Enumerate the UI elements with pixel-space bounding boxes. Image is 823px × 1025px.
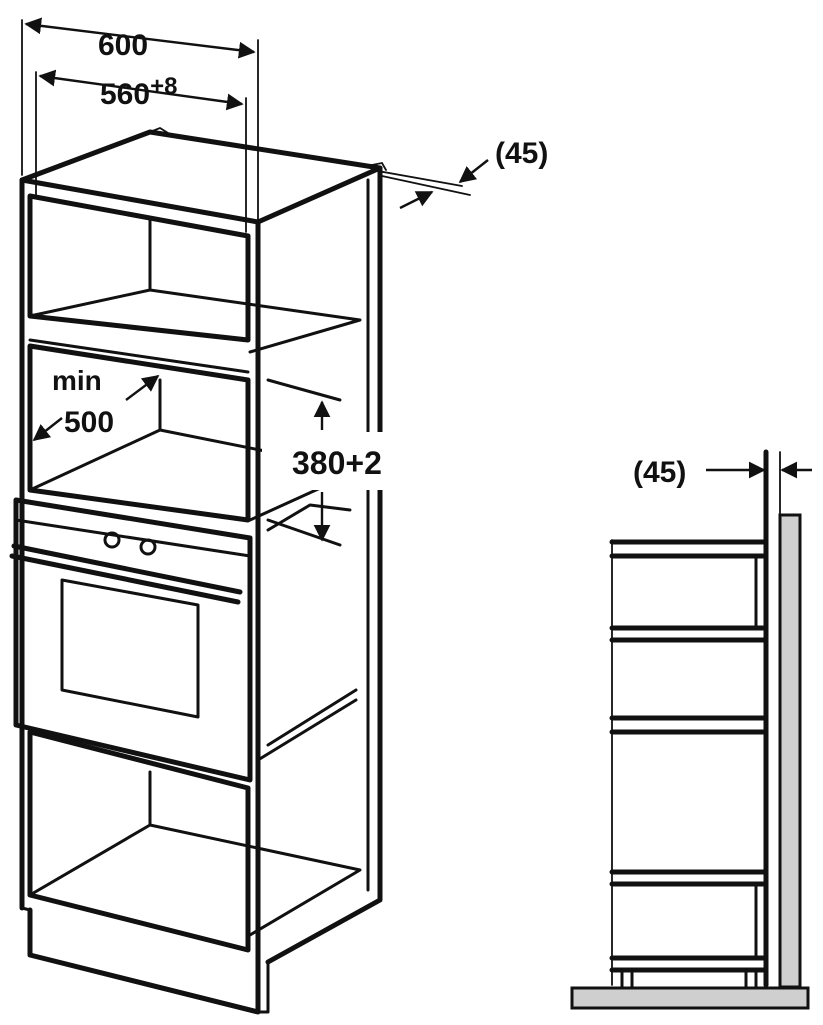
cabinet-foot-back (744, 968, 758, 990)
oven-front (13, 497, 253, 783)
cabinet-side-back-edge (265, 165, 383, 965)
min-label: min (52, 365, 102, 396)
rear-gap-top-label: (45) (495, 137, 548, 170)
rear-gap-side-label: (45) (633, 456, 686, 489)
microwave-niche-opening (27, 343, 251, 523)
section-shelf-3 (609, 715, 769, 735)
wall (778, 513, 802, 989)
tall-cabinet-perspective (9, 126, 387, 1015)
oven-knob-right (139, 538, 157, 556)
dimension-600-label: 600 (98, 29, 148, 62)
oven-window (60, 578, 200, 719)
side-section-view: (45) (570, 449, 812, 1010)
dimension-600: 600 (21, 17, 259, 226)
floor (570, 986, 810, 1010)
section-shelf-1 (609, 539, 769, 559)
cabinet-foot-front (620, 968, 634, 990)
cabinet-plinth (27, 907, 261, 1015)
section-shelf-2 (609, 625, 769, 643)
oven-handle (9, 543, 243, 605)
niche-height-label: 380+2 (292, 445, 382, 481)
section-shelf-5 (609, 955, 769, 973)
section-shelf-4 (609, 869, 769, 887)
dimension-560-label: 560+8 (100, 73, 177, 111)
dimension-380: 380+2 (262, 400, 402, 542)
cabinet-top-panel (19, 129, 383, 225)
dimension-560: 560+8 (35, 69, 247, 233)
dimension-rear-gap-top: (45) (371, 137, 548, 210)
oven-knob-left (103, 531, 121, 549)
lower-storage-opening (27, 729, 251, 953)
depth-min-label: 500 (64, 406, 114, 439)
upper-shelf-opening (27, 193, 251, 343)
dimension-min-500: min 500 (32, 365, 160, 442)
